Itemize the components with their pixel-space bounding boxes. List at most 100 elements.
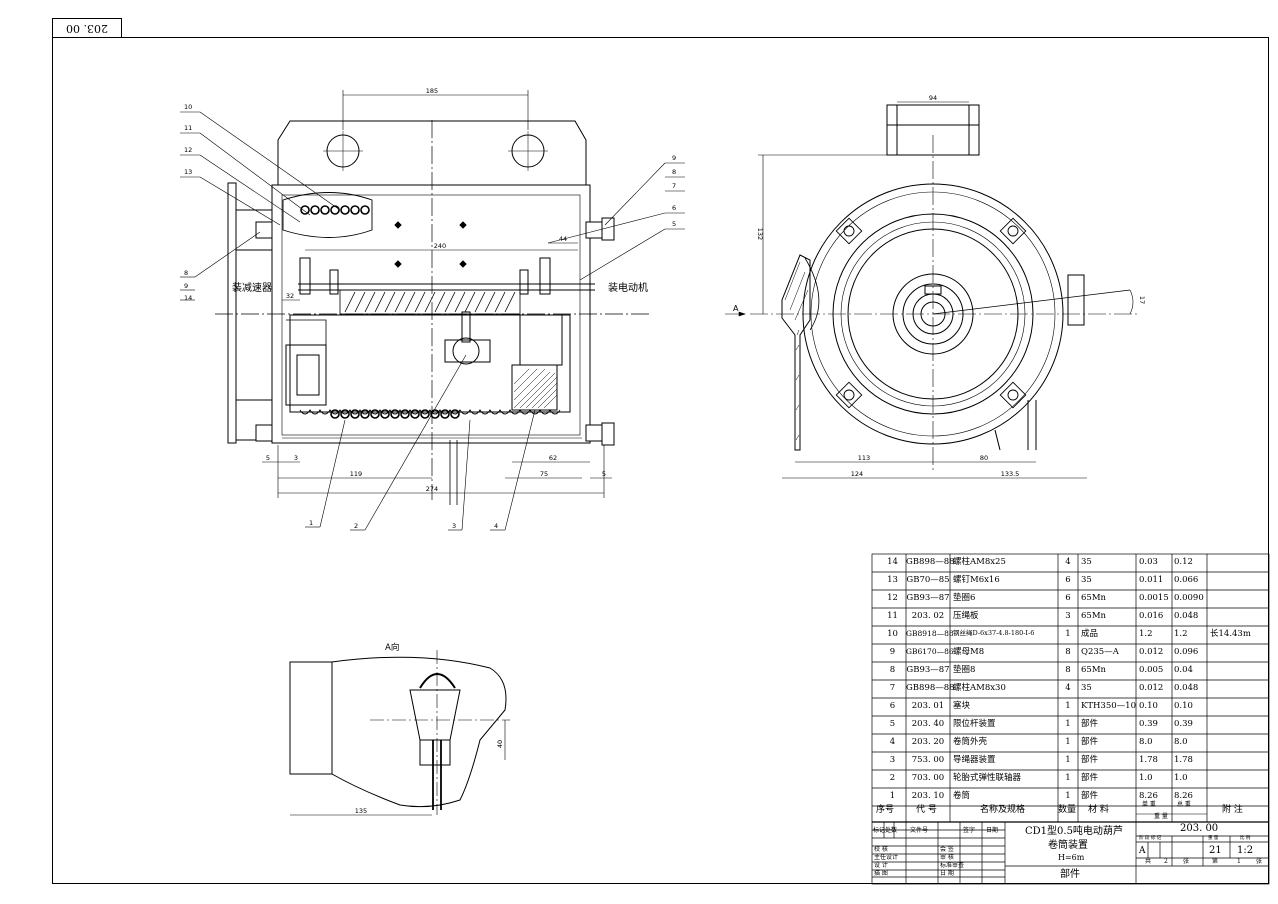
bom-cell-rem: 长14.43m bbox=[1210, 629, 1251, 639]
dim-5-left: 5 bbox=[266, 454, 270, 462]
side-dimensions bbox=[725, 101, 1134, 479]
balloon-9-right: 9 bbox=[672, 154, 676, 162]
hdr-remark: 附 注 bbox=[1222, 805, 1243, 815]
bom-cell-qty: 1 bbox=[1065, 773, 1071, 783]
dim-185: 185 bbox=[426, 87, 438, 95]
tb-mark: 标记 bbox=[873, 827, 886, 834]
bom-cell-name: 轮胎式弹性联轴器 bbox=[953, 773, 1022, 783]
bom-cell-uw: 8.0 bbox=[1139, 737, 1153, 747]
side-dimension-labels: 94 132 113 80 124 133.5 17 bbox=[756, 94, 1146, 478]
balloon-14: 14 bbox=[184, 294, 192, 302]
bom-cell-tw: 0.048 bbox=[1174, 611, 1199, 621]
tb-role-check: 校 核 bbox=[874, 846, 888, 853]
bom-cell-mat: 部件 bbox=[1081, 755, 1099, 765]
balloon-2: 2 bbox=[354, 522, 358, 530]
bom-cell-mat: 部件 bbox=[1081, 773, 1099, 783]
bom-cell-uw: 0.39 bbox=[1139, 719, 1158, 729]
tb-role-chief: 主任设计 bbox=[874, 854, 899, 861]
bom-cell-tw: 1.0 bbox=[1174, 773, 1188, 783]
bom-cell-no: 11 bbox=[887, 611, 898, 621]
hdr-unit-weight: 单 重 bbox=[1142, 801, 1156, 808]
bom-cell-qty: 8 bbox=[1065, 665, 1071, 675]
dim-240: 240 bbox=[434, 242, 446, 250]
bom-cell-code: 203. 40 bbox=[911, 719, 945, 729]
bom-cell-no: 1 bbox=[889, 791, 896, 801]
bom-cell-qty: 1 bbox=[1065, 701, 1071, 711]
balloon-8-left: 8 bbox=[184, 269, 188, 277]
tb-role-standard: 标准审查 bbox=[940, 862, 965, 869]
tb-unit-2: 张 bbox=[1256, 858, 1263, 865]
tb-date: 日期 bbox=[986, 827, 999, 834]
bom-cell-no: 5 bbox=[889, 719, 896, 729]
balloon-9-left: 9 bbox=[184, 282, 188, 290]
bom-cell-code: GB93—87 bbox=[906, 593, 950, 603]
dim-5-right: 5 bbox=[602, 470, 606, 478]
bom-cell-tw: 0.096 bbox=[1174, 647, 1199, 657]
bom-cell-name: 限位杆装置 bbox=[953, 719, 996, 729]
bom-cell-code: GB8918—88 bbox=[906, 629, 954, 638]
bom-cell-code: GB6170—86 bbox=[906, 647, 954, 656]
balloon-10: 10 bbox=[184, 103, 192, 111]
front-section-view bbox=[215, 120, 650, 505]
bom-cell-uw: 1.78 bbox=[1139, 755, 1158, 765]
front-leaders bbox=[180, 111, 685, 531]
bom-cell-qty: 4 bbox=[1065, 683, 1071, 693]
tb-total-label: 共 bbox=[1145, 858, 1152, 865]
bom-cell-qty: 1 bbox=[1065, 755, 1071, 765]
bom-cell-code: 203. 20 bbox=[911, 737, 945, 747]
balloon-6: 6 bbox=[672, 204, 676, 212]
bom-cell-qty: 1 bbox=[1065, 719, 1071, 729]
tb-total: 2 bbox=[1164, 858, 1168, 865]
front-dimensions bbox=[262, 90, 612, 498]
balloon-11: 11 bbox=[184, 124, 192, 132]
bom-cell-uw: 0.10 bbox=[1139, 701, 1158, 711]
dim-135: 135 bbox=[355, 807, 367, 815]
bom-cell-no: 14 bbox=[887, 557, 898, 567]
dim-angle-17: 17 bbox=[1138, 296, 1146, 304]
view-arrow-a: A bbox=[733, 304, 739, 313]
bom-cell-qty: 6 bbox=[1065, 575, 1071, 585]
bom-cell-mat: 65Mn bbox=[1081, 665, 1106, 675]
bom-cell-mat: Q235—A bbox=[1081, 647, 1119, 657]
tb-count: 处数 bbox=[885, 827, 898, 834]
bom-cell-tw: 0.12 bbox=[1174, 557, 1193, 567]
dim-274: 274 bbox=[426, 485, 438, 493]
bom-cell-tw: 0.048 bbox=[1174, 683, 1199, 693]
bom-cell-tw: 0.10 bbox=[1174, 701, 1193, 711]
hdr-name: 名称及规格 bbox=[980, 805, 1026, 815]
bom-cell-name: 卷筒外壳 bbox=[953, 737, 988, 747]
bom-cell-mat: 35 bbox=[1081, 683, 1092, 693]
bom-cell-uw: 1.2 bbox=[1139, 629, 1153, 639]
bom-cell-tw: 0.066 bbox=[1174, 575, 1199, 585]
tb-sign: 签字 bbox=[963, 827, 976, 834]
bom-cell-tw: 1.78 bbox=[1174, 755, 1193, 765]
bom-cell-mat: 部件 bbox=[1081, 791, 1099, 801]
hdr-code: 代 号 bbox=[916, 805, 937, 815]
bom-cell-mat: 65Mn bbox=[1081, 593, 1106, 603]
balloon-7: 7 bbox=[672, 182, 676, 190]
hdr-material: 材 料 bbox=[1088, 805, 1109, 815]
bom-cell-uw: 1.0 bbox=[1139, 773, 1153, 783]
balloon-8-right: 8 bbox=[672, 168, 676, 176]
side-view bbox=[750, 104, 1140, 470]
bom-cell-name: 螺钉M6x16 bbox=[953, 575, 1000, 585]
hdr-qty: 数量 bbox=[1058, 805, 1077, 815]
bom-cell-uw: 0.011 bbox=[1139, 575, 1164, 585]
dim-62: 62 bbox=[549, 454, 557, 462]
bom-cell-code: GB93—87 bbox=[906, 665, 950, 675]
bom-cell-mat: 35 bbox=[1081, 575, 1092, 585]
bom-cell-name: 垫圈8 bbox=[953, 665, 976, 675]
bom-cell-no: 12 bbox=[887, 593, 898, 603]
tb-weight: 21 bbox=[1209, 845, 1222, 856]
bom-cell-mat: 35 bbox=[1081, 557, 1092, 567]
bom-cell-name: 导绳器装置 bbox=[953, 755, 996, 765]
bom-cell-no: 9 bbox=[889, 647, 896, 657]
tb-scale: 1:2 bbox=[1237, 845, 1254, 856]
bom-cell-mat: 部件 bbox=[1081, 719, 1099, 729]
bom-cell-no: 4 bbox=[889, 737, 896, 747]
bom-cell-name: 螺柱AM8x25 bbox=[953, 557, 1006, 567]
bom-cell-code: 203. 01 bbox=[911, 701, 945, 711]
dim-80: 80 bbox=[980, 454, 988, 462]
